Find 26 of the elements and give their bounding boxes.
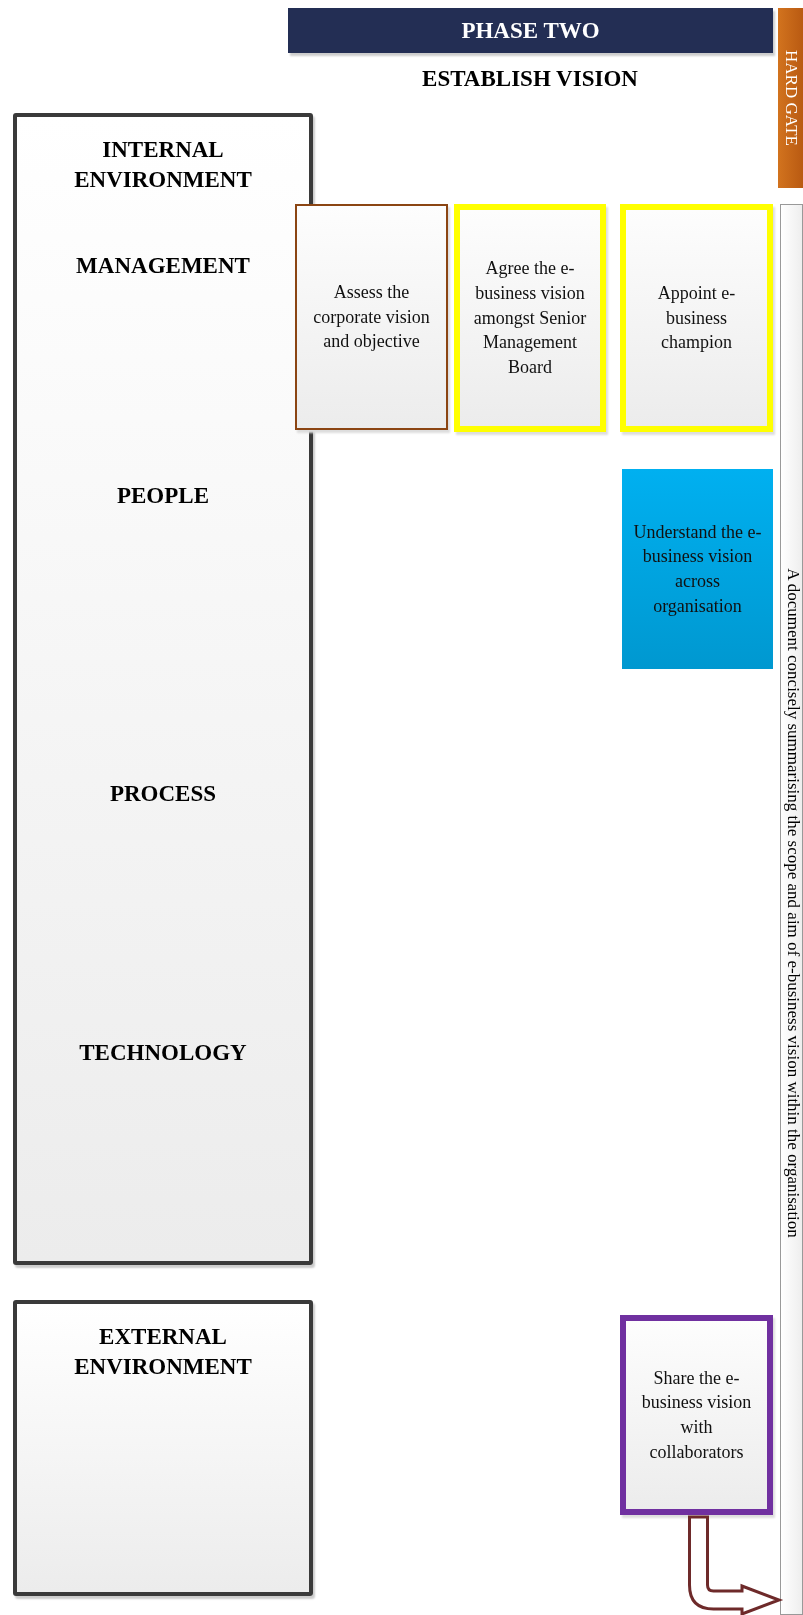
document-description: A document concisely summarising the scope and aim of e-business vision within the organisation (782, 567, 803, 1238)
process-box (295, 204, 448, 430)
box-text: Assess the corporate vision and objective (312, 281, 431, 354)
box-text: Share the e-business vision with collaborators (640, 1366, 753, 1464)
document-bar (780, 204, 803, 1615)
process-box (454, 204, 606, 432)
row-heading: MANAGEMENT (75, 252, 251, 280)
gate-label: HARD GATE (780, 50, 801, 146)
process-box (622, 469, 773, 669)
row-heading: INTERNAL ENVIRONMENT (73, 136, 253, 194)
phase-banner (288, 8, 773, 53)
box-text: Understand the e-business vision across organisation (632, 520, 763, 618)
row-heading: EXTERNAL ENVIRONMENT (73, 1323, 253, 1381)
process-box (620, 1315, 773, 1515)
environment-panel (13, 113, 313, 1265)
box-text: Appoint e-business champion (656, 282, 737, 355)
row-heading: TECHNOLOGY (78, 1039, 248, 1067)
row-heading: PROCESS (108, 780, 218, 808)
phase-title: PHASE TWO (461, 17, 600, 44)
environment-panel (13, 1300, 313, 1596)
bent-arrow (688, 1515, 781, 1615)
section-heading: ESTABLISH VISION (421, 66, 639, 92)
box-text: Agree the e-business vision amongst Senior Management Board (472, 257, 588, 379)
row-heading: PEOPLE (116, 482, 210, 510)
process-box (620, 204, 773, 432)
hard-gate-bar (778, 8, 803, 188)
